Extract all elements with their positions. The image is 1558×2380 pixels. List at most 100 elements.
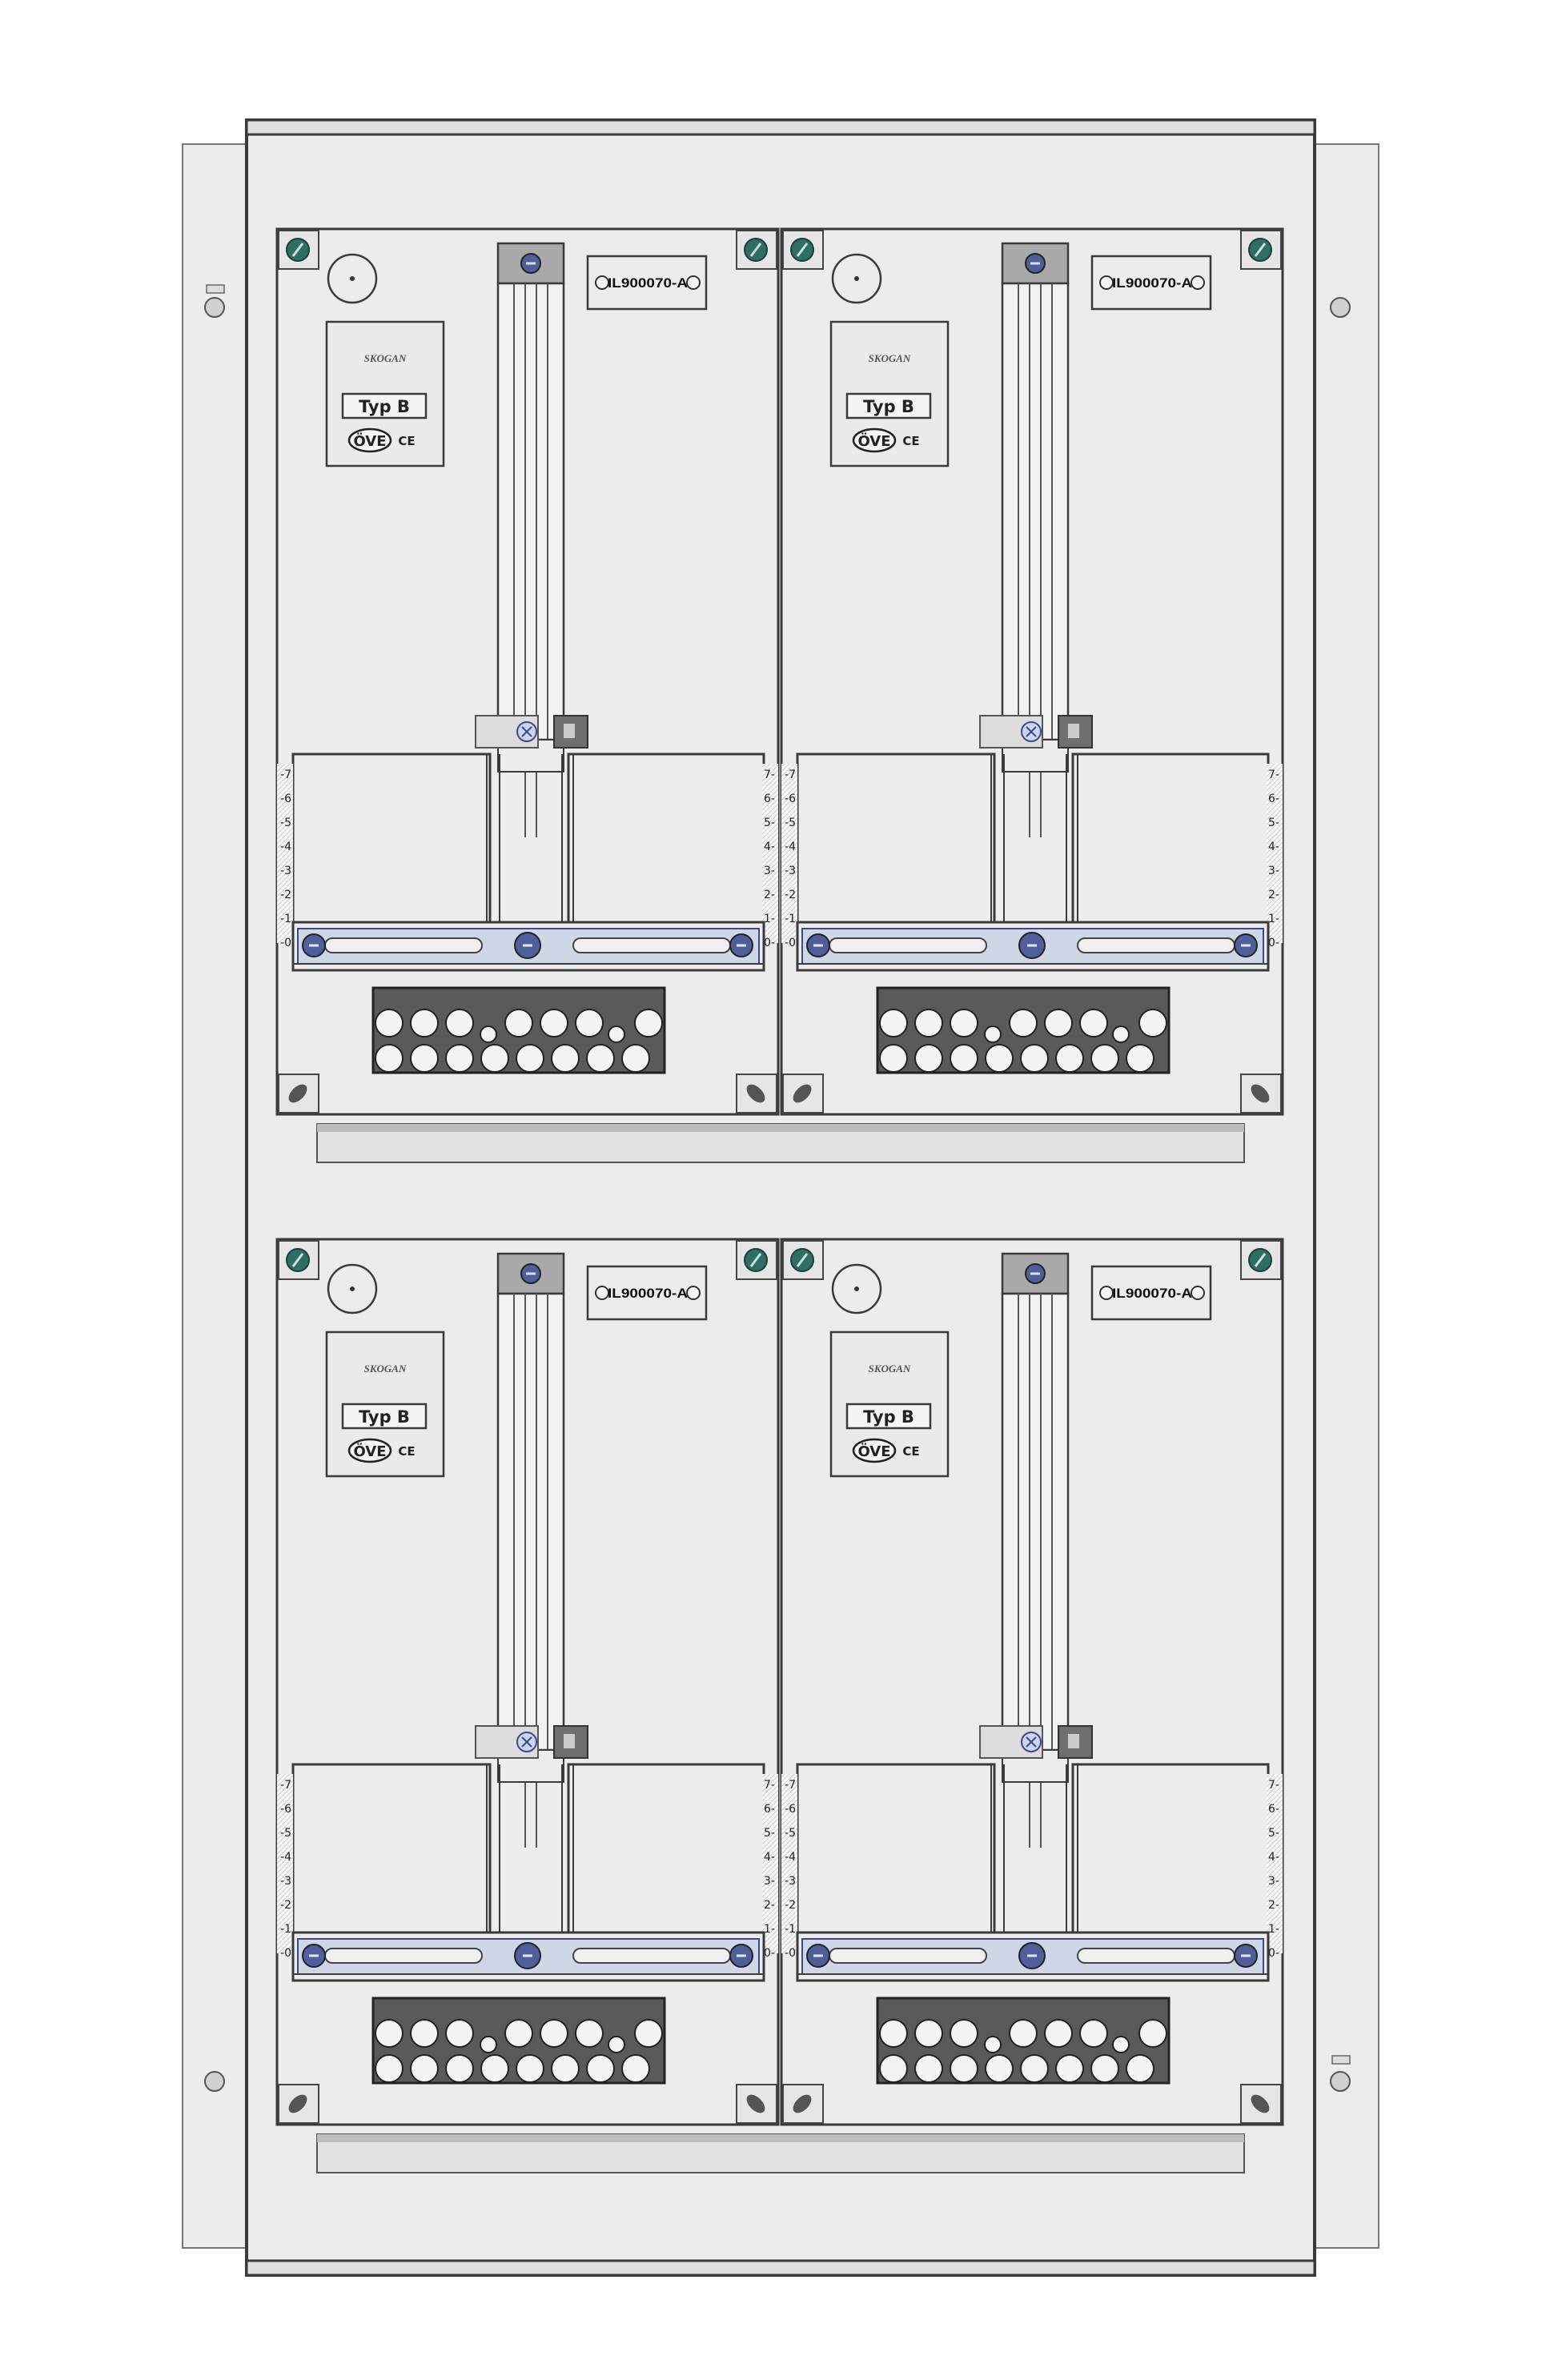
terminal-holes	[375, 1009, 663, 1073]
flange-screws	[204, 284, 1351, 2092]
scale-label-right: 3-	[764, 865, 775, 877]
height-scale-right: 7-6-5-4-3-2-1-0-	[762, 764, 778, 949]
terminal-block	[876, 1997, 1171, 2085]
terminal-hole-small	[608, 1025, 625, 1043]
scale-label-left: -6	[280, 1803, 291, 1816]
scale-label-left: -7	[280, 1779, 291, 1792]
terminal-hole	[540, 1009, 568, 1037]
scale-label-left: -5	[785, 1827, 796, 1840]
terminal-hole	[586, 1044, 615, 1073]
terminal-hole	[1009, 1009, 1038, 1037]
part-number-tag: IL900070-A	[1090, 1265, 1212, 1321]
terminal-hole	[879, 2019, 908, 2048]
brand-logo: SKOGAN	[364, 352, 407, 364]
terminal-hole	[1020, 1044, 1049, 1073]
part-number-tag: IL900070-A	[586, 255, 708, 311]
module-top-right: SKOGAN Typ B ÖVE CE	[780, 227, 1284, 1116]
vertical-meter-rail	[979, 242, 1093, 837]
scale-label-left: -3	[280, 865, 291, 877]
terminal-hole	[634, 1009, 663, 1037]
meter-clamp-rail	[796, 921, 1270, 972]
terminal-hole	[1055, 2054, 1084, 2083]
terminal-hole-small	[608, 2036, 625, 2053]
meter-window-left	[796, 1763, 996, 1934]
meter-window-right	[567, 753, 765, 924]
terminal-hole	[375, 1009, 404, 1037]
terminal-hole	[586, 2054, 615, 2083]
terminal-hole	[1044, 2019, 1073, 2048]
ove-mark-icon	[852, 427, 897, 453]
terminal-block	[371, 986, 666, 1074]
terminal-hole	[516, 1044, 544, 1073]
scale-label-right: 1-	[1268, 1923, 1279, 1936]
terminal-hole	[480, 1044, 509, 1073]
scale-label-left: -5	[785, 817, 796, 829]
terminal-hole	[410, 2019, 439, 2048]
scale-label-left: -7	[785, 1779, 796, 1792]
terminal-hole	[985, 1044, 1014, 1073]
terminal-block	[876, 986, 1171, 1074]
scale-label-left: -0	[785, 1947, 796, 1960]
corner-slot-icon	[1240, 2084, 1282, 2124]
flange-label-tag	[206, 284, 225, 294]
scale-label-left: -2	[280, 889, 291, 901]
part-number-tag: IL900070-A	[586, 1265, 708, 1321]
ove-mark-icon	[347, 1438, 392, 1463]
terminal-hole	[879, 1044, 908, 1073]
corner-screw-icon	[782, 1240, 824, 1280]
corner-slot-icon	[278, 1074, 319, 1114]
terminal-hole	[621, 2054, 650, 2083]
scale-label-left: -3	[785, 865, 796, 877]
height-scale-left: -7-6-5-4-3-2-1-0	[781, 764, 797, 949]
scale-label-left: -5	[280, 1827, 291, 1840]
terminal-holes	[879, 1009, 1167, 1073]
scale-label-right: 0-	[764, 1947, 775, 1960]
terminal-hole	[445, 2019, 474, 2048]
terminal-hole	[1138, 2019, 1167, 2048]
terminal-hole	[540, 2019, 568, 2048]
meter-window-left	[291, 1763, 492, 1934]
flange-label-tag	[1331, 2055, 1351, 2065]
corner-slot-icon	[782, 2084, 824, 2124]
terminal-hole	[1079, 2019, 1108, 2048]
part-number-text: IL900070-A	[608, 1286, 688, 1301]
height-scale-right: 7-6-5-4-3-2-1-0-	[762, 1774, 778, 1960]
terminal-hole	[375, 2054, 404, 2083]
terminal-hole	[575, 2019, 604, 2048]
terminal-hole	[879, 2054, 908, 2083]
scale-label-right: 3-	[764, 1875, 775, 1888]
terminal-hole	[879, 1009, 908, 1037]
terminal-hole	[575, 1009, 604, 1037]
scale-label-right: 7-	[764, 1779, 775, 1792]
corner-slot-icon	[736, 2084, 777, 2124]
scale-label-right: 1-	[764, 1923, 775, 1936]
scale-label-right: 1-	[1268, 913, 1279, 925]
terminal-hole	[914, 1044, 943, 1073]
part-number-text: IL900070-A	[1112, 1286, 1192, 1301]
terminal-hole	[445, 2054, 474, 2083]
scale-label-right: 0-	[764, 937, 775, 949]
corner-screw-icon	[278, 1240, 319, 1280]
bottom-edge	[245, 2259, 1316, 2277]
ove-mark-text: ÖVE	[857, 432, 890, 450]
scale-label-left: -1	[785, 1923, 796, 1936]
scale-label-left: -1	[280, 913, 291, 925]
part-number-tag: IL900070-A	[1090, 255, 1212, 311]
scale-label-left: -0	[785, 937, 796, 949]
flange-screw-icon	[204, 297, 225, 318]
scale-label-left: -1	[280, 1923, 291, 1936]
terminal-hole	[375, 1044, 404, 1073]
height-scale-left: -7-6-5-4-3-2-1-0	[277, 1774, 293, 1960]
scale-label-right: 7-	[764, 769, 775, 781]
terminal-hole-small	[480, 1025, 497, 1043]
terminal-hole-small	[1112, 2036, 1130, 2053]
corner-screw-icon	[1240, 1240, 1282, 1280]
scale-label-left: -2	[785, 1899, 796, 1912]
terminal-block	[371, 1997, 666, 2085]
meter-clamp-rail	[796, 1931, 1270, 1982]
terminal-hole	[375, 2019, 404, 2048]
terminal-hole	[1020, 2054, 1049, 2083]
meter-type-label: Typ B	[863, 397, 914, 416]
scale-label-right: 6-	[764, 1803, 775, 1816]
